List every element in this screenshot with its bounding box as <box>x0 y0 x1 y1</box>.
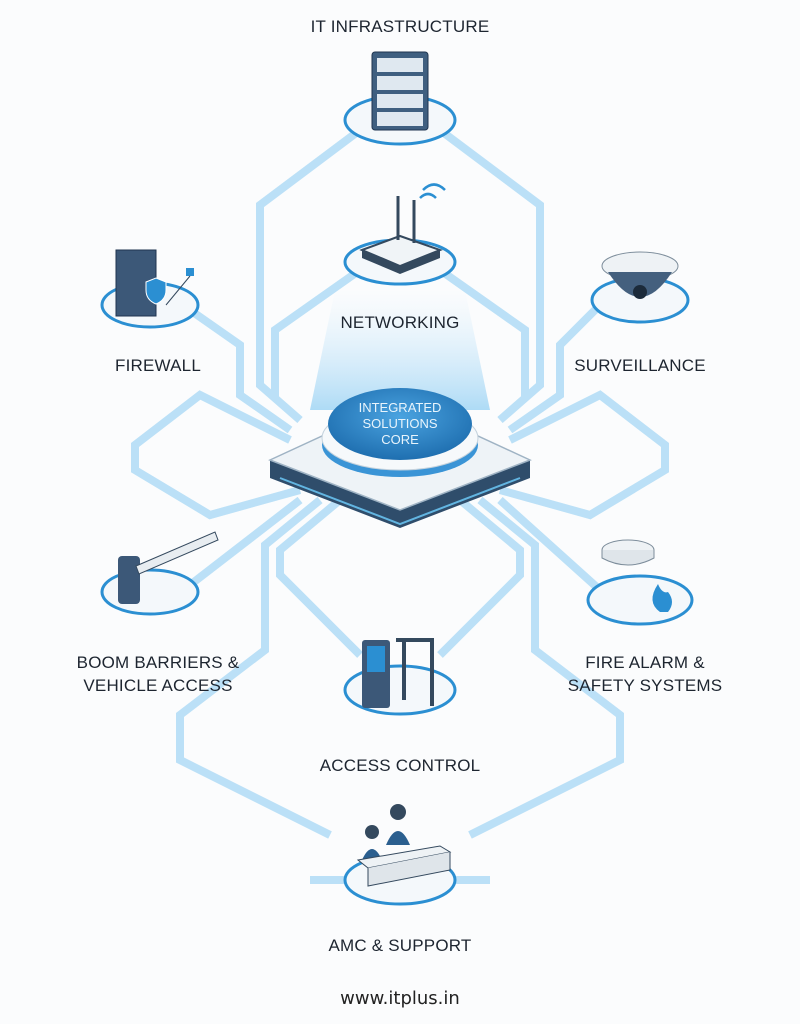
node-firewall: FIREWALL <box>100 249 201 375</box>
label-boom-barriers-line-2: VEHICLE ACCESS <box>83 676 232 695</box>
label-boom-barriers-line-1: BOOM BARRIERS & <box>77 653 240 672</box>
label-amc-support: AMC & SUPPORT <box>328 936 471 955</box>
server-rack-icon <box>371 51 429 131</box>
label-fire-alarm-line-1: FIRE ALARM & <box>585 653 705 672</box>
boom-barrier-icon <box>118 531 219 604</box>
node-access-control: ACCESS CONTROL <box>320 638 481 775</box>
node-it-infrastructure: IT INFRASTRUCTURE <box>311 17 490 146</box>
dome-camera-icon <box>601 251 679 299</box>
support-desk-icon <box>356 804 452 887</box>
label-fire-alarm-line-2: SAFETY SYSTEMS <box>568 676 723 695</box>
label-firewall: FIREWALL <box>115 356 201 375</box>
core-label-line-3: CORE <box>381 432 419 447</box>
node-amc-support: AMC & SUPPORT <box>328 804 471 955</box>
firewall-shield-icon <box>115 249 194 317</box>
turnstile-icon <box>362 638 434 708</box>
node-surveillance: SURVEILLANCE <box>574 251 706 375</box>
smoke-detector-icon <box>601 539 672 612</box>
node-networking: NETWORKING <box>340 183 459 332</box>
label-it-infrastructure: IT INFRASTRUCTURE <box>311 17 490 36</box>
node-boom-barriers: BOOM BARRIERS & VEHICLE ACCESS <box>77 531 240 695</box>
core-label-line-2: SOLUTIONS <box>362 416 437 431</box>
node-fire-alarm: FIRE ALARM & SAFETY SYSTEMS <box>568 539 723 695</box>
label-access-control: ACCESS CONTROL <box>320 756 481 775</box>
website-url: www.itplus.in <box>340 988 460 1009</box>
label-networking: NETWORKING <box>340 313 459 332</box>
connection-lines <box>131 130 669 884</box>
wifi-router-icon <box>359 183 446 274</box>
light-beam <box>310 290 490 410</box>
core-label-line-1: INTEGRATED <box>359 400 442 415</box>
label-surveillance: SURVEILLANCE <box>574 356 706 375</box>
integrated-solutions-core: INTEGRATED SOLUTIONS CORE <box>268 388 532 528</box>
